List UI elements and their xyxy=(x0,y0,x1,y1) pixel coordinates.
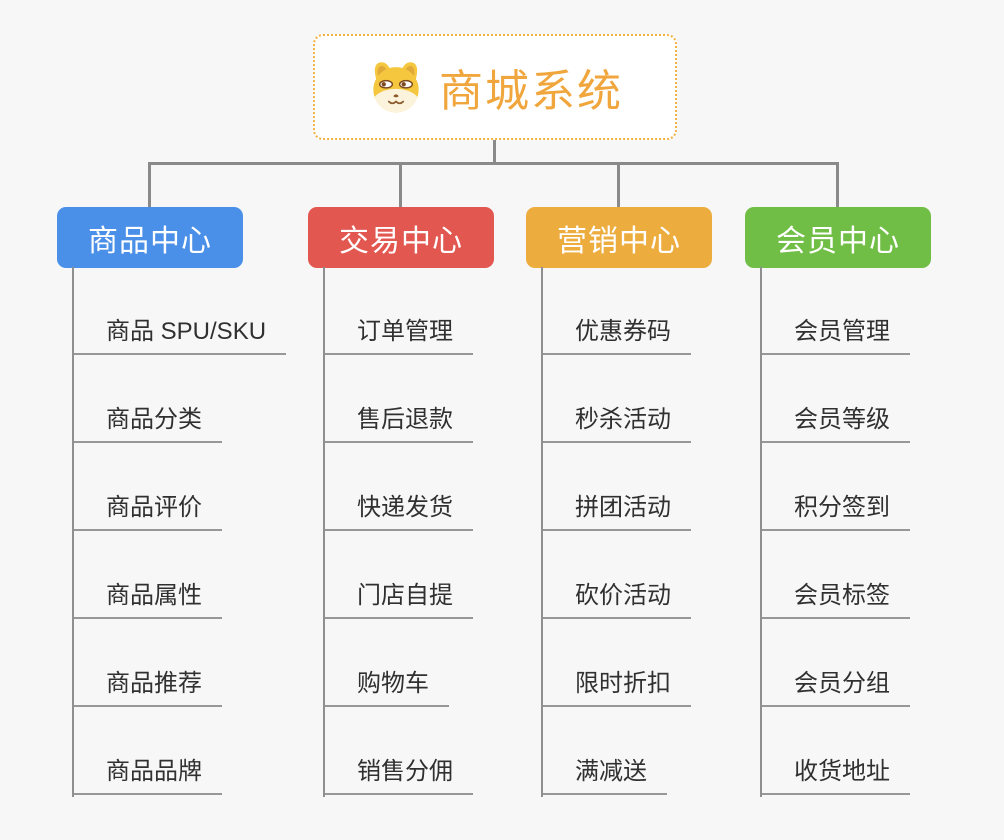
leaf-topic[interactable]: 商品评价 xyxy=(72,443,222,531)
leaf-topic[interactable]: 限时折扣 xyxy=(541,619,691,707)
leaf-topic[interactable]: 会员管理 xyxy=(760,267,910,355)
leaf-topic[interactable]: 商品 SPU/SKU xyxy=(72,267,287,355)
leaf-topic-label: 会员分组 xyxy=(794,670,890,697)
leaf-topic-label: 收货地址 xyxy=(794,758,890,785)
leaf-topic[interactable]: 砍价活动 xyxy=(541,531,691,619)
leaf-topic[interactable]: 满减送 xyxy=(541,707,667,795)
connector-line xyxy=(148,162,151,207)
leaf-topic[interactable]: 秒杀活动 xyxy=(541,355,691,443)
leaf-topic-label: 快递发货 xyxy=(357,494,453,521)
leaf-topic-label: 门店自提 xyxy=(357,582,453,609)
branch-children-member: 会员管理 会员等级 积分签到 会员标签 会员分组 收货地址 xyxy=(760,267,910,797)
leaf-topic[interactable]: 会员分组 xyxy=(760,619,910,707)
leaf-topic-label: 积分签到 xyxy=(794,494,890,521)
leaf-topic[interactable]: 会员等级 xyxy=(760,355,910,443)
root-topic-label: 商城系统 xyxy=(439,67,623,116)
leaf-topic-label: 售后退款 xyxy=(357,406,453,433)
connector-line xyxy=(617,162,620,207)
leaf-topic-label: 商品分类 xyxy=(106,406,202,433)
leaf-topic-label: 商品 SPU/SKU xyxy=(106,318,267,345)
branch-topic-trade[interactable]: 交易中心 xyxy=(308,207,494,268)
leaf-topic-label: 商品推荐 xyxy=(106,670,202,697)
leaf-topic-label: 商品评价 xyxy=(106,494,202,521)
connector-line xyxy=(836,162,839,207)
leaf-topic[interactable]: 购物车 xyxy=(323,619,449,707)
branch-topic-member[interactable]: 会员中心 xyxy=(745,207,931,268)
branch-topic-marketing[interactable]: 营销中心 xyxy=(526,207,712,268)
leaf-topic-label: 满减送 xyxy=(575,758,647,785)
leaf-topic[interactable]: 拼团活动 xyxy=(541,443,691,531)
leaf-topic-label: 商品品牌 xyxy=(106,758,202,785)
connector-line xyxy=(148,162,839,165)
leaf-topic-label: 拼团活动 xyxy=(575,494,671,521)
leaf-topic-label: 砍价活动 xyxy=(575,582,671,609)
leaf-topic[interactable]: 积分签到 xyxy=(760,443,910,531)
leaf-topic[interactable]: 售后退款 xyxy=(323,355,473,443)
branch-topic-label: 商品中心 xyxy=(88,224,212,258)
leaf-topic-label: 购物车 xyxy=(357,670,429,697)
leaf-topic[interactable]: 优惠券码 xyxy=(541,267,691,355)
leaf-topic-label: 限时折扣 xyxy=(575,670,671,697)
leaf-topic-label: 优惠券码 xyxy=(575,318,671,345)
leaf-topic[interactable]: 商品推荐 xyxy=(72,619,222,707)
leaf-topic[interactable]: 门店自提 xyxy=(323,531,473,619)
leaf-topic[interactable]: 销售分佣 xyxy=(323,707,473,795)
branch-children-marketing: 优惠券码 秒杀活动 拼团活动 砍价活动 限时折扣 满减送 xyxy=(541,267,691,797)
branch-children-trade: 订单管理 售后退款 快递发货 门店自提 购物车 销售分佣 xyxy=(323,267,473,797)
leaf-topic-label: 秒杀活动 xyxy=(575,406,671,433)
connector-line xyxy=(399,162,402,207)
shiba-dog-icon xyxy=(373,62,419,113)
leaf-topic[interactable]: 收货地址 xyxy=(760,707,910,795)
leaf-topic-label: 会员管理 xyxy=(794,318,890,345)
leaf-topic-label: 会员等级 xyxy=(794,406,890,433)
branch-topic-label: 营销中心 xyxy=(557,224,681,258)
leaf-topic[interactable]: 商品品牌 xyxy=(72,707,222,795)
leaf-topic-label: 商品属性 xyxy=(106,582,202,609)
leaf-topic[interactable]: 商品分类 xyxy=(72,355,222,443)
branch-topic-goods[interactable]: 商品中心 xyxy=(57,207,243,268)
leaf-topic[interactable]: 订单管理 xyxy=(323,267,473,355)
branch-topic-label: 会员中心 xyxy=(776,224,900,258)
branch-children-goods: 商品 SPU/SKU 商品分类 商品评价 商品属性 商品推荐 商品品牌 xyxy=(72,267,287,797)
branch-topic-label: 交易中心 xyxy=(339,224,463,258)
root-topic[interactable]: 商城系统 xyxy=(313,34,677,140)
leaf-topic[interactable]: 商品属性 xyxy=(72,531,222,619)
leaf-topic-label: 订单管理 xyxy=(357,318,453,345)
leaf-topic-label: 会员标签 xyxy=(794,582,890,609)
leaf-topic[interactable]: 快递发货 xyxy=(323,443,473,531)
leaf-topic-label: 销售分佣 xyxy=(357,758,453,785)
connector-line xyxy=(493,140,496,165)
leaf-topic[interactable]: 会员标签 xyxy=(760,531,910,619)
